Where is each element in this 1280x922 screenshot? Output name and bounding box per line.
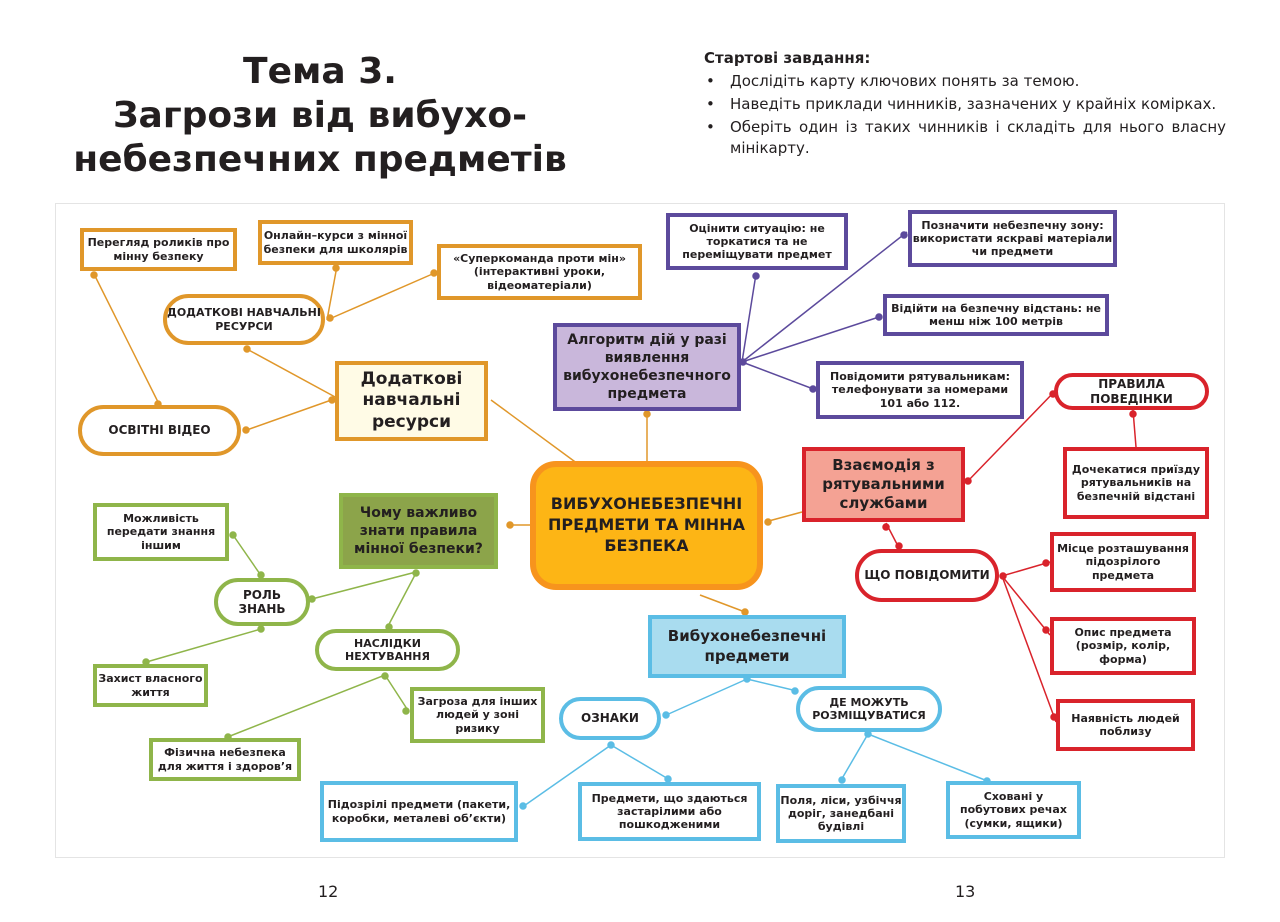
- task-item: Дослідіть карту ключових понять за темою…: [704, 71, 1226, 92]
- task-item: Оберіть один із таких чинників і складіт…: [704, 117, 1226, 159]
- wait-rescuers-node: Дочекатися приїзду рятувальників на безп…: [1063, 447, 1209, 519]
- hidden-items-node: Сховані у побутових речах (сумки, ящики): [946, 781, 1081, 839]
- suspicious-items-node: Підозрілі предмети (пакети, коробки, мет…: [320, 781, 518, 842]
- starter-tasks: Стартові завдання: Дослідіть карту ключо…: [704, 48, 1226, 161]
- concept-map-panel: [55, 203, 1225, 858]
- location-node: Місце розташування підозрілого предмета: [1050, 532, 1196, 592]
- protect-life-node: Захист власного життя: [93, 664, 208, 707]
- old-items-node: Предмети, що здаються застарілими або по…: [578, 782, 761, 841]
- task-item: Наведіть приклади чинників, зазначених у…: [704, 94, 1226, 115]
- share-knowledge-node: Можливість передати знання іншим: [93, 503, 229, 561]
- physical-danger-node: Фізична небезпека для життя і здоров’я: [149, 738, 301, 781]
- objects-main-node: Вибухонебезпечні предмети: [648, 615, 846, 678]
- title-line-1: Тема 3.: [243, 51, 397, 92]
- safe-distance-node: Відійти на безпечну відстань: не менш ні…: [883, 294, 1109, 336]
- mark-zone-node: Позначити небезпечну зону: використати я…: [908, 210, 1117, 267]
- importance-main-node: Чому важливо знати правила мінної безпек…: [339, 493, 498, 569]
- report-rescuers-node: Повідомити рятувальникам: телефонувати з…: [816, 361, 1024, 419]
- role-knowledge-node: РОЛЬ ЗНАНЬ: [214, 578, 310, 626]
- assess-situation-node: Оцінити ситуацію: не торкатися та не пер…: [666, 213, 848, 270]
- videos-view-node: Перегляд роликів про мінну безпеку: [80, 228, 237, 271]
- where-located-node: ДЕ МОЖУТЬ РОЗМІЩУВАТИСЯ: [796, 686, 942, 732]
- people-nearby-node: Наявність людей поблизу: [1056, 699, 1195, 751]
- resources-sub-node: ДОДАТКОВІ НАВЧАЛЬНІ РЕСУРСИ: [163, 294, 325, 345]
- rescue-main-node: Взаємодія з рятувальними службами: [802, 447, 965, 522]
- starter-tasks-list: Дослідіть карту ключових понять за темою…: [704, 71, 1226, 159]
- behavior-rules-node: ПРАВИЛА ПОВЕДІНКИ: [1054, 373, 1209, 410]
- center-topic: ВИБУХОНЕБЕЗПЕЧНІ ПРЕДМЕТИ ТА МІННА БЕЗПЕ…: [530, 461, 763, 590]
- page-number-left: 12: [318, 882, 339, 901]
- resources-main-node: Додаткові навчальні ресурси: [335, 361, 488, 441]
- online-courses-node: Онлайн–курси з мінної безпеки для школяр…: [258, 220, 413, 265]
- page-number-right: 13: [955, 882, 976, 901]
- fields-forests-node: Поля, ліси, узбіччя доріг, занедбані буд…: [776, 784, 906, 843]
- title-line-2: Загрози від вибухо-: [112, 95, 528, 136]
- threat-others-node: Загроза для інших людей у зоні ризику: [410, 687, 545, 743]
- neglect-consequences-node: НАСЛІДКИ НЕХТУВАННЯ: [315, 629, 460, 671]
- signs-node: ОЗНАКИ: [559, 697, 661, 740]
- edu-video-node: ОСВІТНІ ВІДЕО: [78, 405, 241, 456]
- description-node: Опис предмета (розмір, колір, форма): [1050, 617, 1196, 675]
- starter-tasks-header: Стартові завдання:: [704, 49, 871, 67]
- title-line-3: небезпечних предметів: [73, 139, 567, 180]
- what-to-report-node: ЩО ПОВІДОМИТИ: [855, 549, 999, 602]
- algorithm-main-node: Алгоритм дій у разі виявлення вибухонебе…: [553, 323, 741, 411]
- superteam-node: «Суперкоманда проти мін» (інтерактивні у…: [437, 244, 642, 300]
- page-title: Тема 3. Загрози від вибухо- небезпечних …: [60, 50, 580, 182]
